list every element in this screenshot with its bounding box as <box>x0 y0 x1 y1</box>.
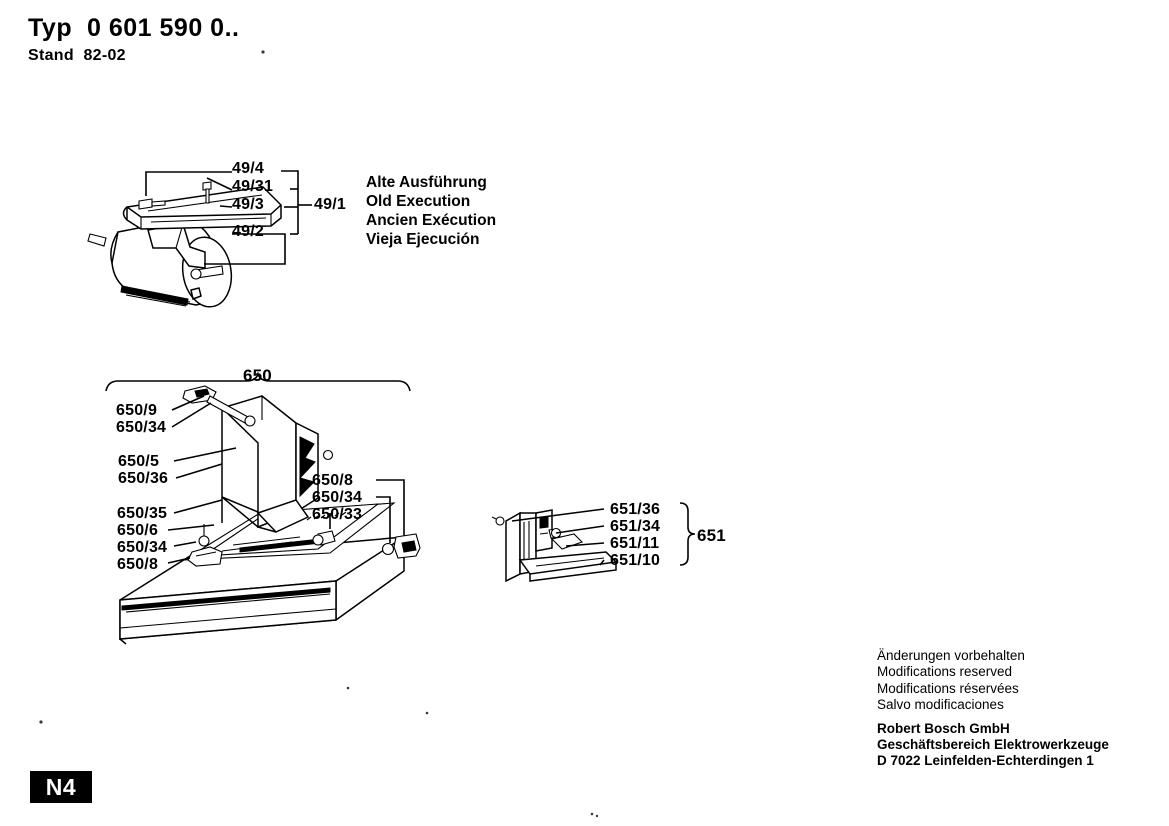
old-execution-note: Alte Ausführung Old Execution Ancien Exé… <box>366 173 496 249</box>
stand-line: Stand 82-02 <box>28 47 239 65</box>
exec-note-fr: Ancien Exécution <box>366 212 497 229</box>
part-label-49-4: 49/4 <box>232 160 264 177</box>
company-division: Geschäftsbereich Elektrowerkzeuge <box>877 737 1109 753</box>
part-label-650-9: 650/9 <box>116 402 158 419</box>
part-label-651-34: 651/34 <box>610 518 661 535</box>
part-label-49-2: 49/2 <box>232 223 264 240</box>
stand-value: 82-02 <box>83 47 126 64</box>
part-label-650-34-b: 650/34 <box>117 539 168 556</box>
company-name: Robert Bosch GmbH <box>877 720 1010 736</box>
part-label-650-35: 650/35 <box>117 505 168 522</box>
part-label-650-34-c: 650/34 <box>312 489 363 506</box>
part-label-650-5: 650/5 <box>118 453 160 470</box>
exec-note-es: Vieja Ejecución <box>366 231 480 248</box>
part-label-49-3: 49/3 <box>232 196 264 213</box>
page-badge: N4 <box>30 771 92 803</box>
exec-note-de: Alte Ausführung <box>366 174 487 191</box>
part-label-651-10: 651/10 <box>610 552 661 569</box>
part-label-650-34-a: 650/34 <box>116 419 167 436</box>
page-badge-label: N4 <box>45 773 77 800</box>
angle-guide-drawing <box>491 502 696 583</box>
part-label-651-36: 651/36 <box>610 501 661 518</box>
group-label-49-1: 49/1 <box>314 196 346 213</box>
part-label-650-8-a: 650/8 <box>117 556 159 573</box>
part-label-650-8-b: 650/8 <box>312 472 354 489</box>
stand-label: Stand <box>28 47 74 64</box>
type-line: Typ 0 601 590 0.. <box>28 14 239 43</box>
part-label-650-6: 650/6 <box>117 522 159 539</box>
bracket-49 <box>281 170 312 235</box>
modifications-es: Salvo modificaciones <box>877 697 1004 713</box>
modifications-fr: Modifications réservées <box>877 680 1019 696</box>
exec-note-en: Old Execution <box>366 193 471 210</box>
type-label: Typ <box>28 14 73 42</box>
group-label-651: 651 <box>697 526 726 545</box>
part-label-650-36: 650/36 <box>118 470 169 487</box>
company-address: D 7022 Leinfelden-Echterdingen 1 <box>877 753 1094 769</box>
type-number: 0 601 590 0.. <box>87 14 240 42</box>
group-label-650: 650 <box>243 366 272 385</box>
modifications-en: Modifications reserved <box>877 664 1013 680</box>
part-label-651-11: 651/11 <box>610 535 660 552</box>
part-label-650-33: 650/33 <box>312 506 363 523</box>
modifications-de: Änderungen vorbehalten <box>877 648 1025 663</box>
footer-notice: Änderungen vorbehalten Modifications res… <box>877 648 1109 770</box>
document-header: Typ 0 601 590 0.. Stand 82-02 <box>28 14 239 65</box>
part-label-49-31: 49/31 <box>232 178 274 195</box>
